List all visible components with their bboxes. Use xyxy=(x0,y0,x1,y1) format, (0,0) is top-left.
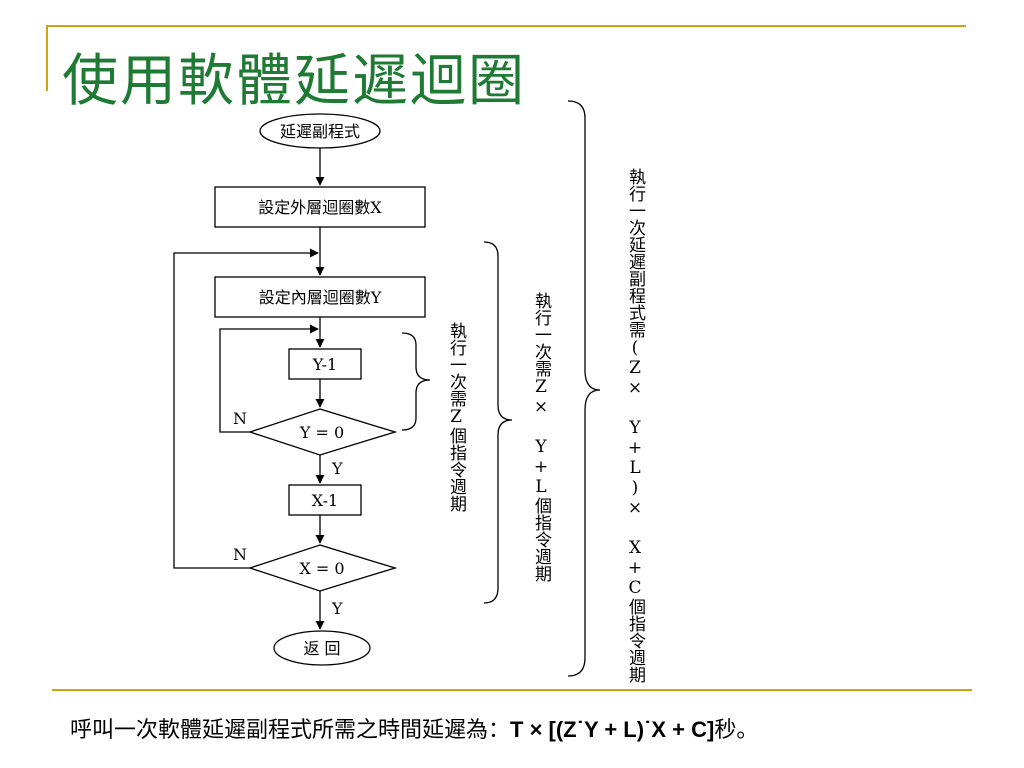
dec-y-box xyxy=(288,348,362,380)
outer-no-label: N xyxy=(233,545,247,564)
inner-setup-label: 設定內層迴圈數Y xyxy=(259,288,382,307)
top-rule xyxy=(46,25,966,27)
check-x-label: X = 0 xyxy=(299,559,344,578)
outer-setup-box xyxy=(214,186,426,228)
dec-x-box xyxy=(288,484,362,516)
outer-setup-label: 設定外層迴圈數X xyxy=(258,198,382,217)
dec-x-label: X-1 xyxy=(312,491,338,510)
end-label: 返 回 xyxy=(303,639,340,658)
formula-text: 呼叫一次軟體延遲副程式所需之時間延遲為：T × [(Z˙Y + L)˙X + C… xyxy=(70,712,758,744)
bottom-rule xyxy=(52,689,972,691)
outer-loop-line xyxy=(173,248,319,569)
inner-annotation: 執行一次需Z個指令週期 xyxy=(446,322,466,512)
inner-yes-label: Y xyxy=(331,459,343,478)
inner-brace xyxy=(401,332,431,431)
end-oval xyxy=(273,630,371,666)
formula-prefix: 呼叫一次軟體延遲副程式所需之時間延遲為： xyxy=(70,718,511,743)
formula-expression: T × [(Z˙Y + L)˙X + C] xyxy=(510,717,715,742)
dec-y-label: Y-1 xyxy=(312,355,337,374)
middle-brace xyxy=(483,241,513,604)
start-label: 延遲副程式 xyxy=(280,122,360,141)
outer-annotation: 執行一次延遲副程式需(Z× Y+L)× X+C個指令週期 xyxy=(625,168,645,683)
page-title: 使用軟體延遲迴圈 xyxy=(62,49,526,114)
check-y-label: Y = 0 xyxy=(299,423,344,442)
formula-suffix: 秒。 xyxy=(714,718,759,743)
inner-no-label: N xyxy=(233,409,247,428)
left-rule xyxy=(46,25,48,91)
outer-yes-label: Y xyxy=(331,599,343,618)
outer-brace xyxy=(567,100,601,677)
inner-loop-line xyxy=(219,324,319,433)
middle-annotation: 執行一次需Z× Y+L個指令週期 xyxy=(531,292,551,582)
